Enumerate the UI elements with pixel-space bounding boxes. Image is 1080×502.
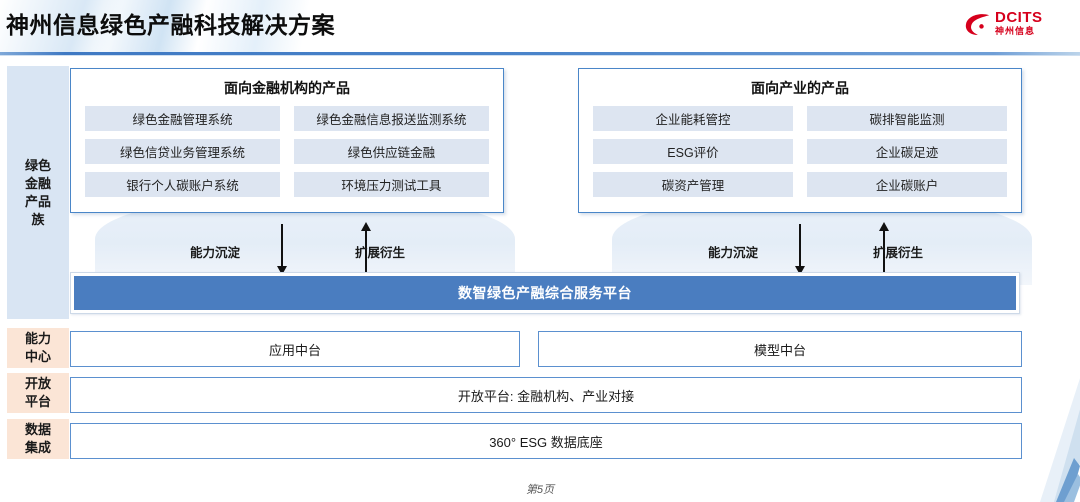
rail-op-line-2: 平台	[24, 394, 51, 409]
rail-item-data-integration[interactable]: 数据 集成	[7, 419, 69, 459]
capability-box-application-middle-platform[interactable]: 应用中台	[70, 331, 520, 367]
arrow-down-head-icon	[795, 266, 805, 275]
rail-label-product-family: 绿色 金融 产品 族	[17, 157, 59, 229]
rail-item-product-family[interactable]: 绿色 金融 产品 族	[7, 66, 69, 319]
panel-title-industry: 面向产业的产品	[751, 80, 849, 96]
logo-text-cn: 神州信息	[995, 26, 1036, 36]
platform-bar-container: 数智绿色产融综合服务平台	[70, 272, 1020, 314]
arrow-down-head-icon	[277, 266, 287, 275]
panel-industry: 面向产业的产品 企业能耗管控 碳排智能监测 ESG评价 企业碳足迹 碳资产管理 …	[578, 68, 1022, 213]
logo-text-group: DCITS 神州信息	[995, 10, 1043, 37]
arrow-down-shaft-icon	[281, 224, 283, 268]
rail-item-open-platform[interactable]: 开放 平台	[7, 373, 69, 413]
arrow-label-capability-precipitation: 能力沉淀	[190, 246, 241, 260]
rail-pf-line-4: 族	[31, 211, 45, 227]
arrow-label-capability-precipitation: 能力沉淀	[708, 246, 759, 260]
arrow-down-shaft-icon	[799, 224, 801, 268]
rail-label-open-platform: 开放 平台	[25, 375, 51, 411]
slide-header: 神州信息绿色产融科技解决方案 DCITS 神州信息	[0, 0, 1080, 56]
product-chip[interactable]: 企业能耗管控	[593, 106, 793, 131]
capability-box-model-middle-platform[interactable]: 模型中台	[538, 331, 1022, 367]
product-chip[interactable]: 碳排智能监测	[807, 106, 1007, 131]
header-divider	[0, 52, 1080, 55]
open-platform-row[interactable]: 开放平台: 金融机构、产业对接	[70, 377, 1022, 413]
page-footer: 第5页	[525, 484, 555, 496]
arrow-label-expansion-derivation: 扩展衍生	[873, 246, 924, 260]
panel-title-financial-institutions: 面向金融机构的产品	[224, 80, 350, 96]
rail-label-capability-center: 能力 中心	[25, 330, 51, 366]
product-chip[interactable]: 企业碳账户	[807, 172, 1007, 197]
rail-cc-line-1: 能力	[24, 331, 51, 346]
chip-grid-financial-institutions: 绿色金融管理系统 绿色金融信息报送监测系统 绿色信贷业务管理系统 绿色供应链金融…	[71, 106, 503, 205]
product-chip[interactable]: 环境压力测试工具	[293, 172, 489, 197]
product-chip[interactable]: 绿色信贷业务管理系统	[85, 139, 281, 164]
chip-grid-industry: 企业能耗管控 碳排智能监测 ESG评价 企业碳足迹 碳资产管理 企业碳账户	[579, 106, 1021, 205]
arrow-up-head-icon	[879, 222, 889, 231]
data-foundation-row[interactable]: 360° ESG 数据底座	[70, 423, 1022, 459]
product-chip[interactable]: 绿色供应链金融	[293, 139, 489, 164]
rail-label-data-integration: 数据 集成	[25, 421, 51, 457]
rail-di-line-1: 数据	[24, 422, 51, 437]
arrow-up-head-icon	[361, 222, 371, 231]
platform-bar-label[interactable]: 数智绿色产融综合服务平台	[74, 276, 1016, 310]
arrow-group-right: 能力沉淀 扩展衍生	[668, 222, 968, 282]
product-chip[interactable]: 银行个人碳账户系统	[85, 172, 281, 197]
rail-pf-line-1: 绿色	[24, 157, 51, 173]
rail-pf-line-3: 产品	[24, 193, 51, 209]
product-chip[interactable]: 企业碳足迹	[807, 139, 1007, 164]
arrow-group-left: 能力沉淀 扩展衍生	[150, 222, 450, 282]
arrow-up-shaft-icon	[365, 230, 367, 274]
logo-text-en: DCITS	[995, 9, 1043, 26]
product-chip[interactable]: 绿色金融管理系统	[85, 106, 281, 131]
dcits-logo: DCITS 神州信息	[964, 8, 1072, 44]
logo-swoosh-icon	[965, 14, 990, 35]
rail-item-capability-center[interactable]: 能力 中心	[7, 328, 69, 368]
page-title: 神州信息绿色产融科技解决方案	[6, 12, 335, 38]
rail-di-line-2: 集成	[24, 440, 51, 455]
header-decor-sheen	[0, 0, 460, 56]
arrow-up-shaft-icon	[883, 230, 885, 274]
header-divider-secondary	[0, 55, 1080, 56]
panel-financial-institutions: 面向金融机构的产品 绿色金融管理系统 绿色金融信息报送监测系统 绿色信贷业务管理…	[70, 68, 504, 213]
product-chip[interactable]: 绿色金融信息报送监测系统	[293, 106, 489, 131]
arrow-label-expansion-derivation: 扩展衍生	[355, 246, 406, 260]
rail-op-line-1: 开放	[24, 376, 51, 391]
product-chip[interactable]: ESG评价	[593, 139, 793, 164]
product-chip[interactable]: 碳资产管理	[593, 172, 793, 197]
rail-cc-line-2: 中心	[24, 349, 51, 364]
decor-corner-swoosh	[970, 362, 1080, 502]
rail-pf-line-2: 金融	[24, 175, 51, 191]
